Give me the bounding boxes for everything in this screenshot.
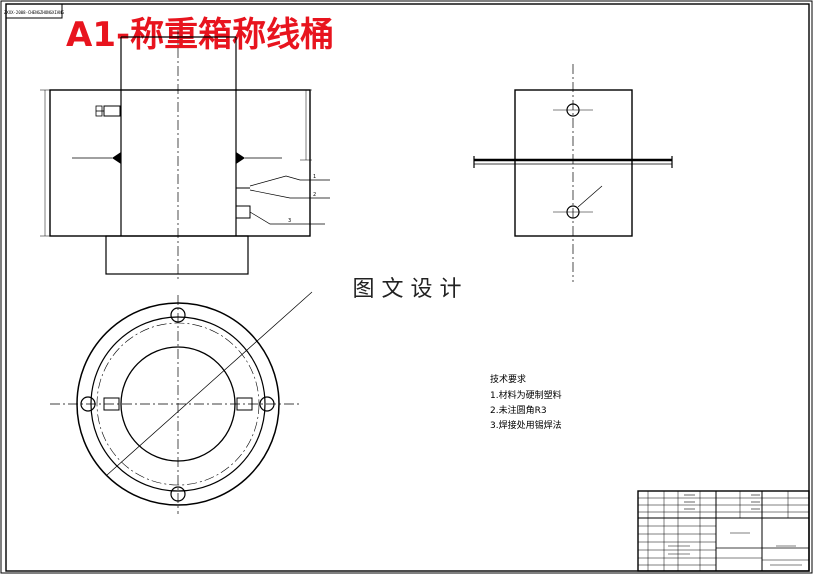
tech-requirement-item: 1.材料为硬制塑料 [490, 389, 562, 401]
drawing-number-tag: ZXXX-2008-CHENGZHONGXIANG [4, 3, 65, 19]
title-block [637, 490, 810, 572]
tech-requirement-item: 2.未注圆角R3 [490, 404, 547, 416]
side-view [473, 64, 673, 282]
callout-2: 2 [313, 192, 316, 198]
tech-requirement-item: 3.焊接处用锡焊法 [490, 419, 562, 431]
watermark-text: 图 文 设 计 [353, 277, 462, 302]
drawing-frame [5, 3, 810, 572]
top-view [50, 291, 313, 514]
callout-1: 1 [313, 174, 316, 180]
front-section-view [40, 30, 330, 282]
callout-3: 3 [288, 218, 291, 224]
drawing-number-text: ZXXX-2008-CHENGZHONGXIANG [4, 10, 65, 15]
drawing-title: A1-称重箱称线桶 [66, 15, 334, 55]
tech-requirements: 技术要求 1.材料为硬制塑料 2.未注圆角R3 3.焊接处用锡焊法 [490, 373, 562, 431]
tech-requirements-heading: 技术要求 [490, 373, 526, 385]
